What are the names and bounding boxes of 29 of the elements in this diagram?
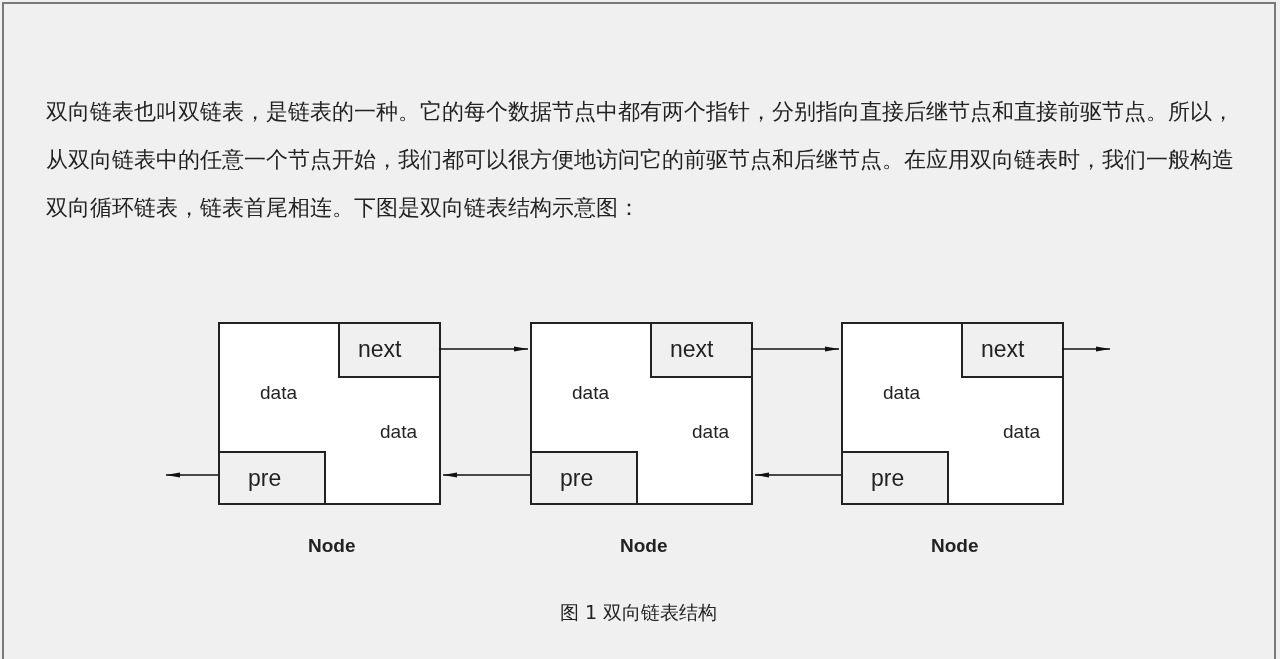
- data-label: data: [692, 421, 729, 443]
- next-label: next: [670, 336, 714, 363]
- next-label: next: [981, 336, 1025, 363]
- node-caption: Node: [931, 535, 980, 557]
- pointer-cell: [220, 451, 326, 503]
- figure-caption: 图 1 双向链表结构: [560, 600, 718, 625]
- node-box: [841, 322, 1064, 505]
- node-box: [530, 322, 753, 505]
- pre-label: pre: [871, 465, 905, 492]
- arrow: [754, 472, 842, 478]
- pointer-cell: [532, 451, 638, 503]
- arrow: [442, 472, 531, 478]
- next-label: next: [358, 336, 402, 363]
- node-caption: Node: [308, 535, 357, 557]
- data-label: data: [572, 382, 609, 404]
- data-label: data: [260, 382, 297, 404]
- arrow: [165, 472, 219, 478]
- data-label: data: [883, 382, 920, 404]
- paragraph: 双向链表也叫双链表，是链表的一种。它的每个数据节点中都有两个指针，分别指向直接后继节点和直接前驱节点。所以，从双向链表中的任意一个节点开始，我们都可以很方便地访问它的前驱节点和后继节点。在应用双向链表时，我们一般构造双向循环链表，链表首尾相连。下图是双向链表结构示意图：: [46, 98, 1235, 222]
- pointer-cell: [961, 324, 1062, 378]
- pre-label: pre: [248, 465, 282, 492]
- pointer-cell: [843, 451, 949, 503]
- pointer-cell: [650, 324, 751, 378]
- node-box: [218, 322, 441, 505]
- data-label: data: [1003, 421, 1040, 443]
- pointer-cell: [338, 324, 439, 378]
- node-caption: Node: [620, 535, 669, 557]
- data-label: data: [380, 421, 417, 443]
- pre-label: pre: [560, 465, 594, 492]
